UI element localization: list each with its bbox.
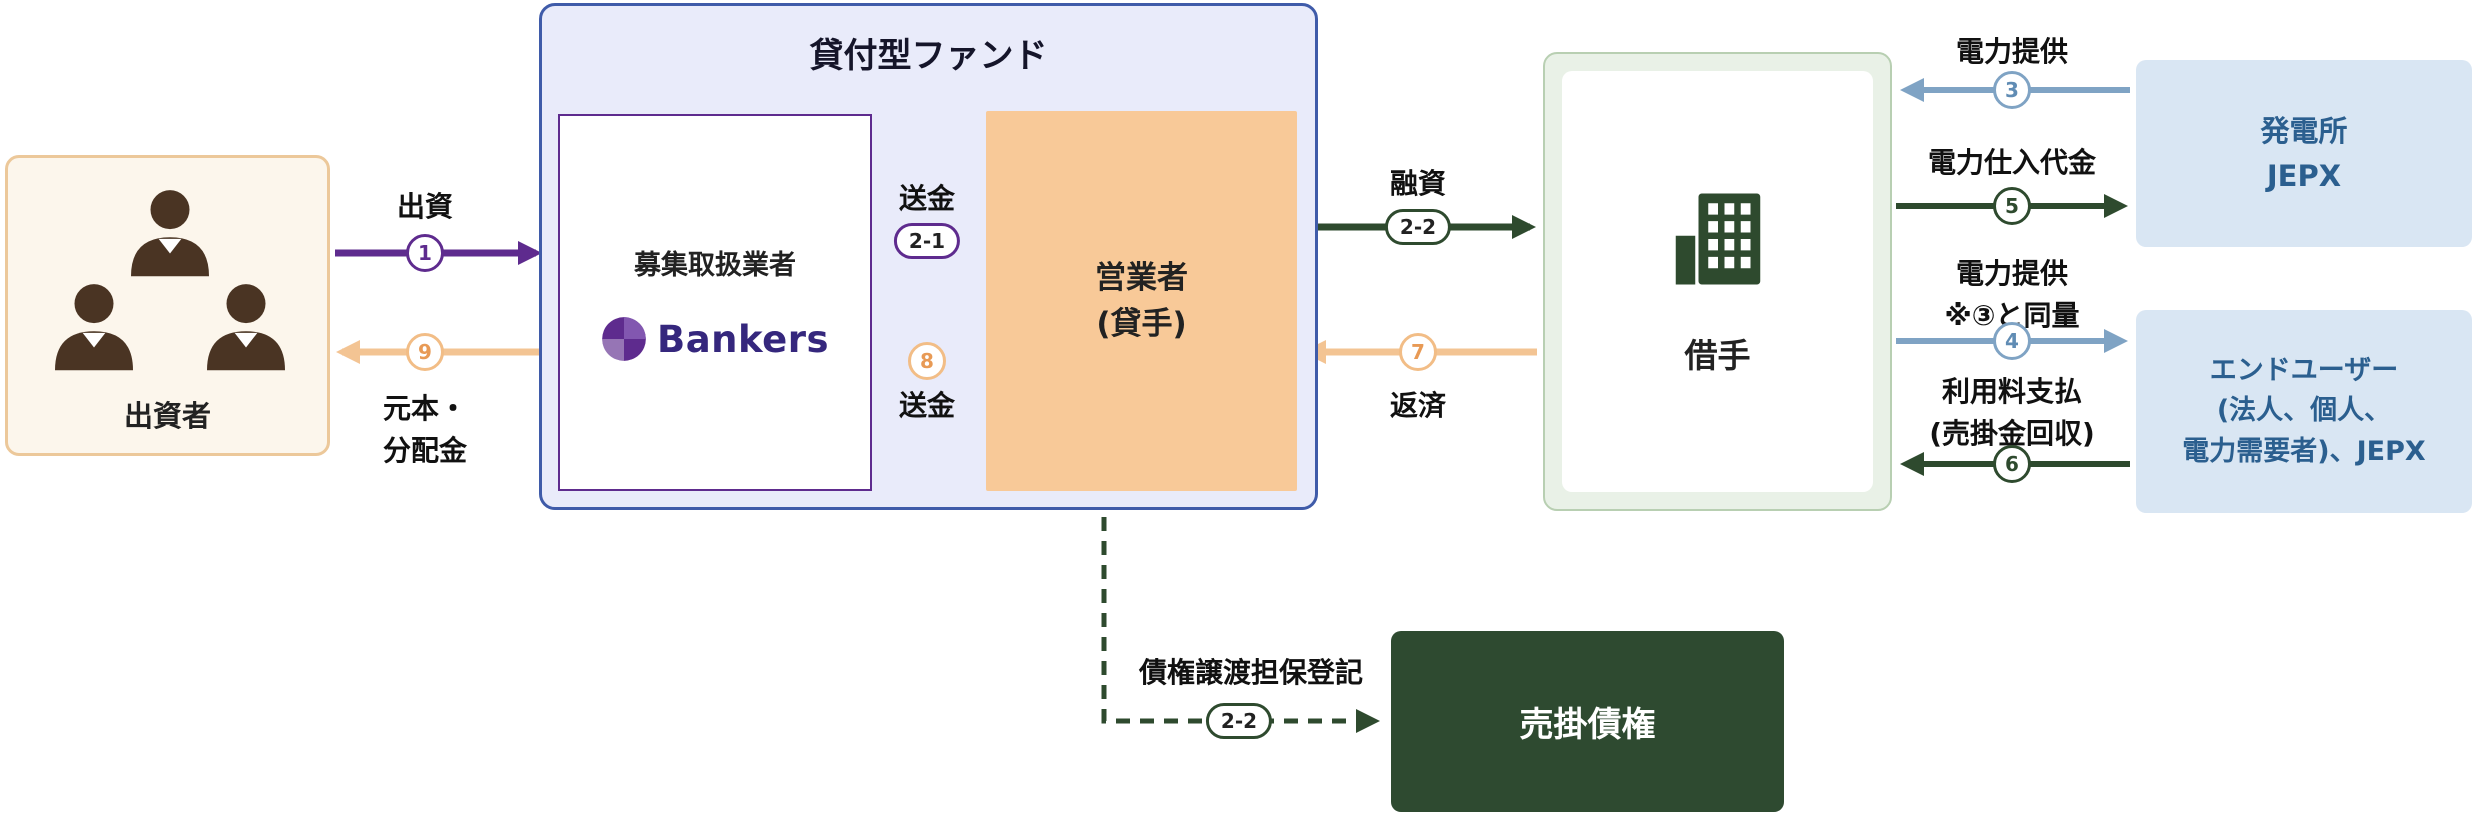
end-user-label-line2: (法人、個人、 <box>2216 395 2392 427</box>
remit-in-label: 送金 <box>898 182 956 215</box>
agent-label: 募集取扱業者 <box>634 250 796 281</box>
receivable-label: 売掛債権 <box>1519 705 1656 745</box>
investment-label: 出資 <box>396 190 454 223</box>
person-icon <box>131 190 209 277</box>
badge-5: 5 <box>1993 187 2031 225</box>
operator-label-line2: (貸手) <box>1096 306 1187 342</box>
operator-box: 営業者 (貸手) <box>986 111 1297 491</box>
usage-fee-label: 利用料支払 (売掛金回収) <box>1929 371 2095 455</box>
end-user-label-line1: エンドユーザー <box>2209 354 2399 386</box>
principal-label-line1: 元本・ <box>382 392 468 425</box>
loan-label: 融資 <box>1389 167 1447 200</box>
end-user-box: エンドユーザー (法人、個人、 電力需要者)、JEPX <box>2136 310 2472 513</box>
badge-1: 1 <box>406 234 444 272</box>
power-plant-box: 発電所 JEPX <box>2136 60 2472 247</box>
remit-back-label: 送金 <box>898 389 956 422</box>
badge-6: 6 <box>1993 445 2031 483</box>
power-purchase-label: 電力仕入代金 <box>1927 146 2097 179</box>
badge-2-1: 2-1 <box>893 223 961 259</box>
fund-title: 貸付型ファンド <box>809 36 1048 76</box>
end-user-label-line3: 電力需要者)、JEPX <box>2182 435 2426 467</box>
operator-label-line1: 営業者 <box>1095 259 1188 296</box>
badge-7: 7 <box>1399 333 1437 371</box>
bankers-logo-text: Bankers <box>657 317 829 361</box>
badge-4: 4 <box>1993 322 2031 360</box>
power-supply-user-label: 電力提供 ※③と同量 <box>1945 253 2080 337</box>
bankers-logo-icon <box>602 317 646 361</box>
badge-8: 8 <box>908 342 946 380</box>
bankers-logo: Bankers <box>601 316 829 362</box>
power-plant-label-line1: 発電所 <box>2260 113 2348 148</box>
usage-fee-label-line2: (売掛金回収) <box>1929 417 2095 450</box>
power-supply-user-label-line1: 電力提供 <box>1955 257 2068 290</box>
borrower-label: 借手 <box>1684 335 1751 375</box>
power-supply-plant-label: 電力提供 <box>1955 35 2069 68</box>
person-icon <box>207 284 285 371</box>
badge-2-2-collateral: 2-2 <box>1205 703 1273 739</box>
agent-box: 募集取扱業者 Bankers <box>558 114 872 491</box>
receivable-box: 売掛債権 <box>1391 631 1784 812</box>
investors-label: 出資者 <box>123 399 211 433</box>
borrower-box: 借手 <box>1562 71 1873 492</box>
person-icon <box>55 284 133 371</box>
principal-label-line2: 分配金 <box>382 434 468 467</box>
usage-fee-label-line1: 利用料支払 <box>1941 375 2083 408</box>
badge-9: 9 <box>406 333 444 371</box>
badge-3: 3 <box>1993 71 2031 109</box>
power-plant-label-line2: JEPX <box>2266 158 2342 193</box>
collateral-label: 債権譲渡担保登記 <box>1138 656 1364 689</box>
investors-box: 出資者 <box>5 155 330 456</box>
repayment-label: 返済 <box>1389 389 1447 422</box>
building-icon <box>1675 193 1760 284</box>
principal-label: 元本・ 分配金 <box>383 388 467 472</box>
badge-2-2: 2-2 <box>1384 209 1452 245</box>
